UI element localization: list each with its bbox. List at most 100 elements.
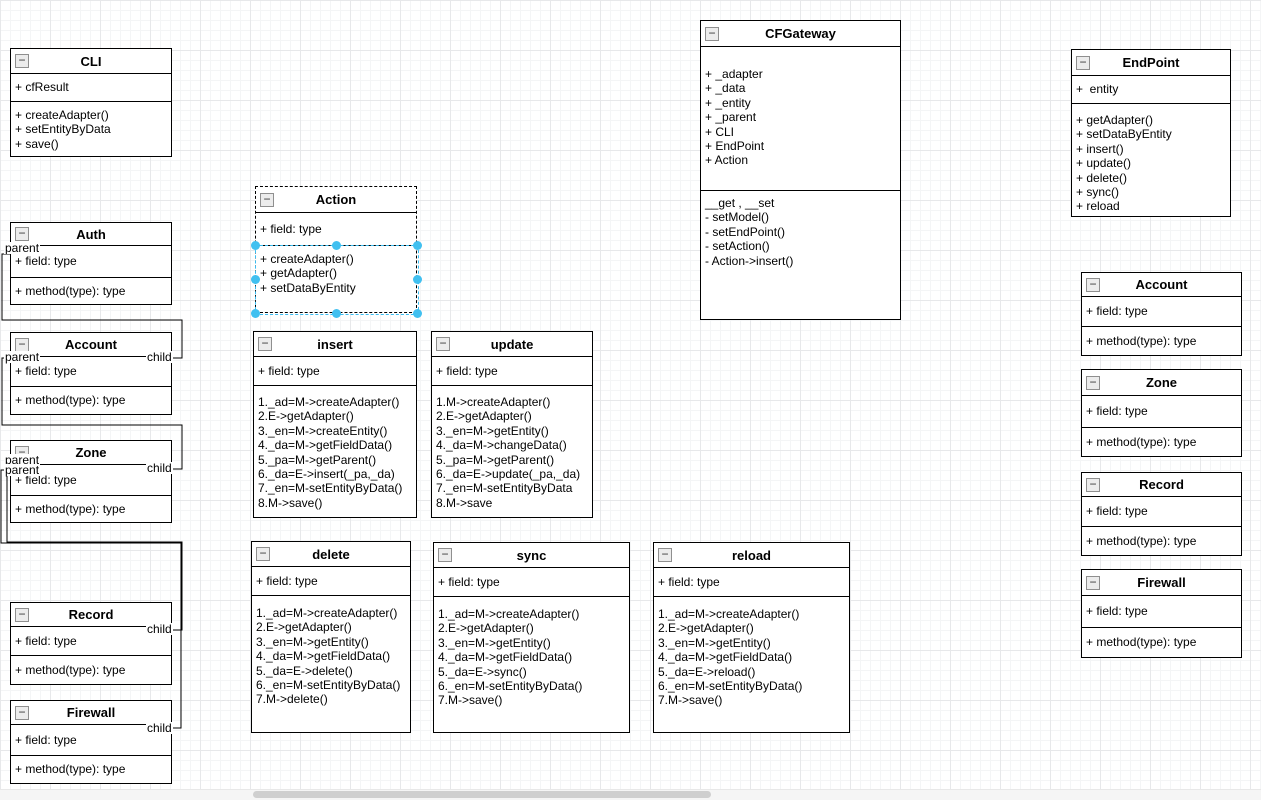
class-title: Account	[1135, 277, 1188, 292]
collapse-icon[interactable]: −	[1086, 277, 1100, 292]
collapse-icon[interactable]: −	[1086, 477, 1100, 492]
method-line: 7.M->save()	[658, 693, 723, 708]
collapse-icon[interactable]: −	[260, 192, 274, 207]
class-title: insert	[317, 336, 353, 352]
collapse-icon[interactable]: −	[658, 548, 672, 562]
method-line: 2.E->getAdapter()	[256, 620, 352, 635]
collapse-icon[interactable]: −	[436, 337, 450, 351]
selection-handle[interactable]	[250, 274, 260, 284]
method-line: + delete()	[1076, 170, 1128, 185]
class-title: Account	[65, 337, 117, 352]
collapse-icon[interactable]: −	[256, 547, 270, 561]
edge-account-zone[interactable]	[1, 357, 183, 470]
collapse-icon[interactable]: −	[15, 227, 29, 241]
collapse-icon[interactable]: −	[1086, 575, 1100, 590]
method-line: 5._da=E->delete()	[256, 663, 353, 678]
uml-class-cfgateway[interactable]: −CFGateway+ _adapter+ _data+ _entity+ _p…	[700, 20, 901, 320]
selection-handle[interactable]	[412, 274, 422, 284]
class-title: sync	[516, 547, 547, 563]
method-line: 1._ad=M->createAdapter()	[256, 606, 398, 620]
selection-handle[interactable]	[250, 240, 260, 250]
uml-class-account-right[interactable]: −Account+ field: type+ method(type): typ…	[1081, 272, 1242, 356]
edge-label-child[interactable]: child	[146, 721, 173, 735]
collapse-icon[interactable]: −	[705, 26, 719, 41]
edge-label-parent[interactable]: parent	[4, 350, 41, 364]
method-line: + createAdapter()	[260, 252, 354, 266]
method-line: 8.M->save()	[258, 495, 323, 510]
uml-class-record-left[interactable]: −Record+ field: type+ method(type): type	[10, 602, 172, 685]
collapse-icon[interactable]: −	[15, 705, 29, 720]
method-line: + setDataByEntity	[1076, 127, 1172, 142]
uml-class-delete[interactable]: −delete + field: type 1._ad=M->createAdapt…	[251, 541, 411, 733]
method-line: + sync()	[1076, 185, 1120, 200]
edge-label-parent[interactable]: parent	[4, 463, 41, 477]
methods-compartment: + method(type): type	[11, 387, 171, 414]
edge-label-child[interactable]: child	[146, 622, 173, 636]
attributes-compartment: + field: type	[11, 357, 171, 387]
collapse-icon[interactable]: −	[438, 548, 452, 562]
class-title-bar: − Firewall	[11, 701, 171, 725]
scrollbar-thumb[interactable]	[253, 791, 711, 798]
class-title: Firewall	[66, 705, 116, 720]
collapse-icon[interactable]: −	[15, 607, 29, 622]
selection-handle[interactable]	[412, 308, 422, 318]
method-line: 5._da=E->sync()	[438, 664, 527, 679]
collapse-icon[interactable]: −	[258, 337, 272, 351]
methods-compartment: + createAdapter()+ setEntityByData+ save…	[11, 102, 171, 156]
uml-class-zone-left[interactable]: −Zone+ field: type+ method(type): type	[10, 440, 172, 523]
methods-compartment: + getAdapter()+ setDataByEntity+ insert(…	[1072, 104, 1230, 216]
methods-compartment: + method(type): type	[11, 656, 171, 684]
class-title-bar: − sync	[434, 543, 629, 568]
method-line: 6._en=M-setEntityByData()	[438, 679, 583, 694]
uml-class-endpoint[interactable]: −EndPoint+ entity+ getAdapter()+ setData…	[1071, 49, 1231, 217]
class-title-bar: −delete	[252, 542, 410, 567]
collapse-icon[interactable]: −	[15, 54, 29, 68]
attributes-compartment: + field: type	[11, 627, 171, 656]
methods-compartment: + method(type): type	[11, 496, 171, 522]
class-title: reload	[731, 547, 771, 563]
method-line: 2.E->getAdapter()	[258, 409, 354, 424]
uml-class-account-left[interactable]: −Account+ field: type+ method(type): typ…	[10, 332, 172, 415]
collapse-icon[interactable]: −	[1076, 55, 1090, 70]
uml-class-zone-right[interactable]: −Zone+ field: type+ method(type): type	[1081, 369, 1242, 457]
uml-class-action[interactable]: −Action+ field: type+ createAdapter()+ g…	[255, 186, 417, 313]
method-line: + method(type): type	[15, 662, 126, 677]
edge-label-parent[interactable]: parent	[4, 241, 41, 255]
collapse-icon[interactable]: −	[1086, 375, 1100, 390]
selection-handle[interactable]	[250, 308, 260, 318]
method-line: 7._en=M-setEntityByData()	[258, 481, 403, 496]
method-line: + method(type): type	[1086, 635, 1197, 650]
method-line: + method(type): type	[1086, 533, 1197, 548]
edge-label-parent[interactable]: parent	[4, 453, 41, 467]
edge-label-child[interactable]: child	[146, 350, 173, 364]
class-title-bar: − CLI	[11, 49, 171, 74]
class-title: CLI	[80, 53, 102, 69]
attribute-line: + field: type	[256, 573, 318, 588]
method-line: + method(type): type	[15, 283, 126, 298]
class-title: EndPoint	[1122, 55, 1180, 70]
methods-compartment: + method(type): type	[1082, 428, 1241, 456]
class-title-bar: −Firewall	[1082, 570, 1241, 596]
uml-class-firewall-right[interactable]: −Firewall+ field: type+ method(type): ty…	[1081, 569, 1242, 658]
selection-handle[interactable]	[331, 308, 341, 318]
method-line: + method(type): type	[1086, 434, 1197, 449]
attribute-line: + field: type	[1086, 404, 1148, 419]
edge-label-child[interactable]: child	[146, 461, 173, 475]
method-line: 4._da=M->getFieldData()	[256, 649, 391, 664]
uml-class-auth[interactable]: −Auth+ field: type+ method(type): type	[10, 222, 172, 305]
edge-auth-account[interactable]	[1, 253, 183, 359]
edge-zone-firewall[interactable]	[0, 469, 182, 729]
horizontal-scrollbar[interactable]	[0, 789, 1261, 800]
selection-handle[interactable]	[412, 240, 422, 250]
class-title: Action	[315, 192, 357, 207]
uml-class-firewall-left[interactable]: −Firewall+ field: type+ method(type): ty…	[10, 700, 172, 784]
uml-class-record-right[interactable]: −Record+ field: type+ method(type): type	[1081, 472, 1242, 556]
uml-class-cli[interactable]: − CLI + cfResult+ createAdapter()+ setEnti…	[10, 48, 172, 157]
attributes-compartment: + cfResult	[11, 74, 171, 102]
selection-handle[interactable]	[331, 240, 341, 250]
